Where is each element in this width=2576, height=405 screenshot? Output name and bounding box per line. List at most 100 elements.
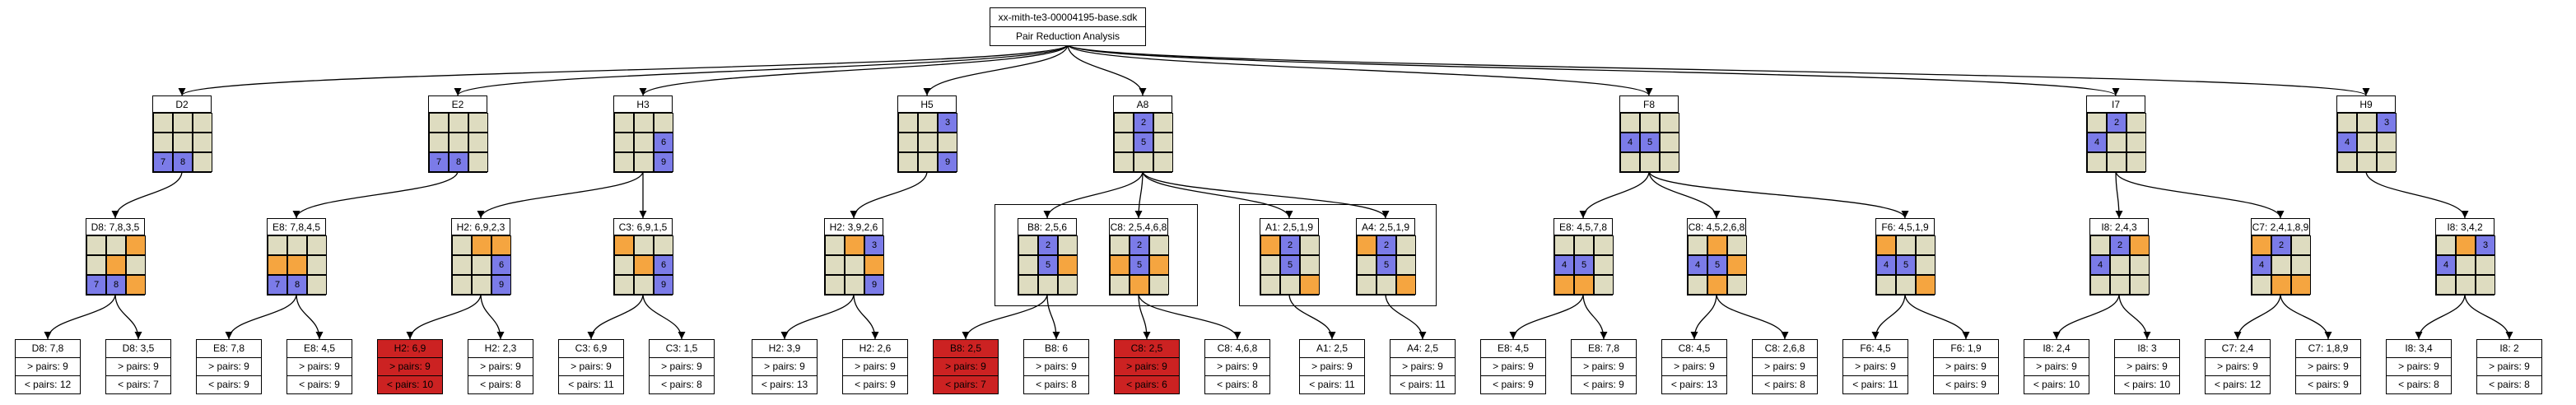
root-title: xx-mith-te3-00004195-base.sdk	[998, 12, 1138, 23]
grid-cell	[1058, 255, 1078, 275]
grid-node-label: H9	[2336, 95, 2396, 112]
grid-cell: 2	[1377, 235, 1396, 255]
grid-cell	[2130, 235, 2150, 255]
grid-cell: 8	[173, 152, 193, 172]
leaf-node: C7: 1,8,9> pairs: 9< pairs: 9	[2295, 339, 2361, 394]
leaf-greater-pairs: > pairs: 9	[16, 357, 80, 375]
grid-cell: 4	[2436, 255, 2456, 275]
grid-cell	[472, 255, 491, 275]
leaf-greater-pairs: > pairs: 9	[106, 357, 170, 375]
leaf-title: H2: 6,9	[394, 342, 426, 354]
leaf-node-highlighted: H2: 6,9> pairs: 9< pairs: 10	[377, 339, 443, 394]
leaf-title: D8: 3,5	[122, 342, 155, 354]
grid-cell	[106, 255, 126, 275]
leaf-node: H2: 2,3> pairs: 9< pairs: 8	[468, 339, 533, 394]
leaf-title: A1: 2,5	[1316, 342, 1349, 354]
leaf-title: H2: 2,3	[484, 342, 517, 354]
leaf-greater-pairs: > pairs: 9	[1300, 357, 1364, 375]
grid-cell	[614, 152, 634, 172]
grid-cell	[452, 255, 472, 275]
leaf-node-highlighted: C8: 2,5> pairs: 9< pairs: 6	[1114, 339, 1180, 394]
leaf-less-pairs: < pairs: 9	[1481, 375, 1545, 393]
grid-cell: 5	[1707, 255, 1727, 275]
grid-cell: 6	[654, 255, 673, 275]
tree-edge	[1582, 293, 1608, 340]
grid-cell: 3	[2476, 235, 2495, 255]
grid-cell: 4	[1620, 133, 1640, 152]
leaf-node: I8: 2,4> pairs: 9< pairs: 10	[2024, 339, 2089, 394]
grid-cell	[1300, 235, 1320, 255]
grid-node-label: H2: 6,9,2,3	[451, 218, 510, 235]
grid-node-label: A8	[1113, 95, 1172, 112]
leaf-node: C7: 2,4> pairs: 9< pairs: 12	[2205, 339, 2271, 394]
grid-cell	[1114, 113, 1134, 133]
grid-cell	[2252, 275, 2271, 295]
leaf-greater-pairs: > pairs: 9	[2115, 357, 2179, 375]
grid-cell	[2110, 275, 2130, 295]
grid-node-label: D8: 7,8,3,5	[86, 218, 145, 235]
grid-cell	[2087, 152, 2107, 172]
leaf-less-pairs: < pairs: 8	[2477, 375, 2541, 393]
tree-edge	[639, 44, 1069, 96]
grid-node-label: E8: 7,8,4,5	[267, 218, 326, 235]
leaf-title: C3: 1,5	[665, 342, 698, 354]
grid-cell	[2130, 275, 2150, 295]
grid-cell: 4	[2087, 133, 2107, 152]
grid-cell	[654, 235, 673, 255]
leaf-title: C8: 2,6,8	[1764, 342, 1805, 354]
leaf-less-pairs: < pairs: 9	[1934, 375, 1998, 393]
tree-edge	[178, 44, 1069, 96]
leaf-less-pairs: < pairs: 11	[1843, 375, 1908, 393]
grid-cell	[2271, 255, 2291, 275]
grid-cell: 5	[1574, 255, 1594, 275]
tree-edge	[1385, 293, 1427, 340]
grid-cell	[153, 133, 173, 152]
cluster-box	[1239, 204, 1437, 306]
grid-cell	[2126, 152, 2146, 172]
leaf-title: F6: 1,9	[1950, 342, 1982, 354]
leaf-node: I8: 3> pairs: 9< pairs: 10	[2114, 339, 2180, 394]
grid-cell	[1357, 255, 1377, 275]
grid-cell	[1377, 275, 1396, 295]
leaf-greater-pairs: > pairs: 9	[1572, 357, 1636, 375]
tree-edge	[1134, 170, 1144, 219]
leaf-node: C8: 4,6,8> pairs: 9< pairs: 8	[1204, 339, 1270, 394]
grid-node-label: F8	[1619, 95, 1679, 112]
leaf-title: H2: 3,9	[768, 342, 801, 354]
grid-cell: 2	[2271, 235, 2291, 255]
leaf-title: I8: 2,4	[2043, 342, 2071, 354]
grid-cell	[1149, 255, 1169, 275]
grid-cell	[1114, 133, 1134, 152]
grid-cell	[2357, 133, 2377, 152]
tree-edge	[480, 293, 505, 340]
grid-cell: 5	[1280, 255, 1300, 275]
grid-node-label: E8: 4,5,7,8	[1554, 218, 1613, 235]
grid-cell	[1260, 275, 1280, 295]
grid-node-label: I8: 3,4,2	[2435, 218, 2494, 235]
grid-node-label: H5	[897, 95, 957, 112]
grid-cell	[126, 255, 146, 275]
leaf-less-pairs: < pairs: 10	[2115, 375, 2179, 393]
grid-cell	[449, 133, 468, 152]
grid-cell: 2	[1280, 235, 1300, 255]
tree-edge	[1142, 170, 1293, 219]
grid-cell	[86, 235, 106, 255]
grid-cell	[845, 275, 864, 295]
grid-cell	[287, 235, 307, 255]
tree-edge	[44, 293, 116, 340]
tree-edge	[477, 170, 644, 219]
grid-cell	[1574, 235, 1594, 255]
